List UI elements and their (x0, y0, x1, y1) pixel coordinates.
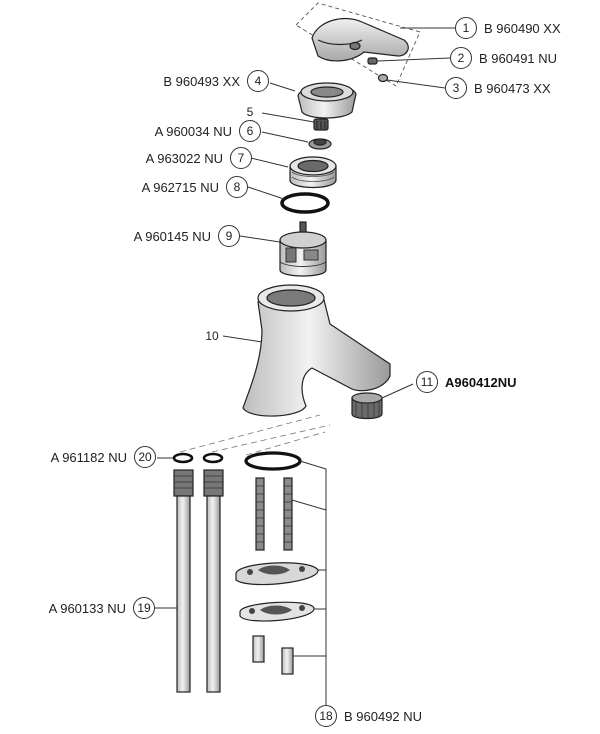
cartridge (279, 221, 327, 277)
o-ring-large (280, 192, 330, 214)
part-code-9: A 960145 NU (134, 229, 211, 244)
callout-2: 2 (450, 47, 472, 69)
callout-number: 8 (234, 180, 241, 194)
callout-9: 9 (218, 225, 240, 247)
spout-body (242, 284, 391, 417)
callout-4: 4 (247, 70, 269, 92)
small-nut (313, 118, 329, 131)
callout-3: 3 (445, 77, 467, 99)
callout-number: 3 (453, 81, 460, 95)
grub-screw (367, 57, 378, 65)
callout-number: 20 (138, 450, 152, 464)
callout-number: 7 (238, 151, 245, 165)
callout-number: 18 (319, 709, 333, 723)
o-rings-small (172, 452, 224, 464)
callout-1: 1 (455, 17, 477, 39)
part-code-20: A 961182 NU (51, 450, 127, 465)
callout-7: 7 (230, 147, 252, 169)
washer (308, 138, 332, 150)
callout-8: 8 (226, 176, 248, 198)
cover-bell (297, 82, 357, 119)
callout-number: 10 (205, 329, 219, 343)
part-code-19: A 960133 NU (49, 601, 126, 616)
supply-hoses (173, 469, 224, 693)
fixing-kit (235, 451, 319, 675)
callout-5: 5 (247, 105, 254, 119)
aerator (351, 392, 383, 420)
callout-number: 11 (421, 375, 434, 389)
part-code-6: A 960034 NU (155, 124, 232, 139)
callout-number: 6 (247, 124, 254, 138)
callout-20: 20 (134, 446, 156, 468)
part-code-1: B 960490 XX (484, 21, 561, 36)
callout-19: 19 (133, 597, 155, 619)
handle-group (295, 2, 421, 87)
cap-plug (377, 73, 389, 83)
leader-lines (155, 27, 455, 706)
part-code-7: A 963022 NU (146, 151, 223, 166)
callout-18: 18 (315, 705, 337, 727)
callout-number: 4 (255, 74, 262, 88)
callout-6: 6 (239, 120, 261, 142)
callout-number: 1 (463, 21, 470, 35)
callout-11: 11 (416, 371, 438, 393)
callout-number: 9 (226, 229, 233, 243)
callout-number: 19 (137, 601, 151, 615)
callout-10: 10 (205, 329, 219, 343)
threaded-ring (289, 156, 337, 189)
part-code-8: A 962715 NU (142, 180, 219, 195)
part-code-18: B 960492 NU (344, 709, 422, 724)
part-code-2: B 960491 NU (479, 51, 557, 66)
callout-number: 5 (247, 105, 254, 119)
part-code-4: B 960493 XX (163, 74, 240, 89)
part-code-3: B 960473 XX (474, 81, 551, 96)
callout-number: 2 (458, 51, 465, 65)
part-code-11: A960412NU (445, 375, 517, 390)
